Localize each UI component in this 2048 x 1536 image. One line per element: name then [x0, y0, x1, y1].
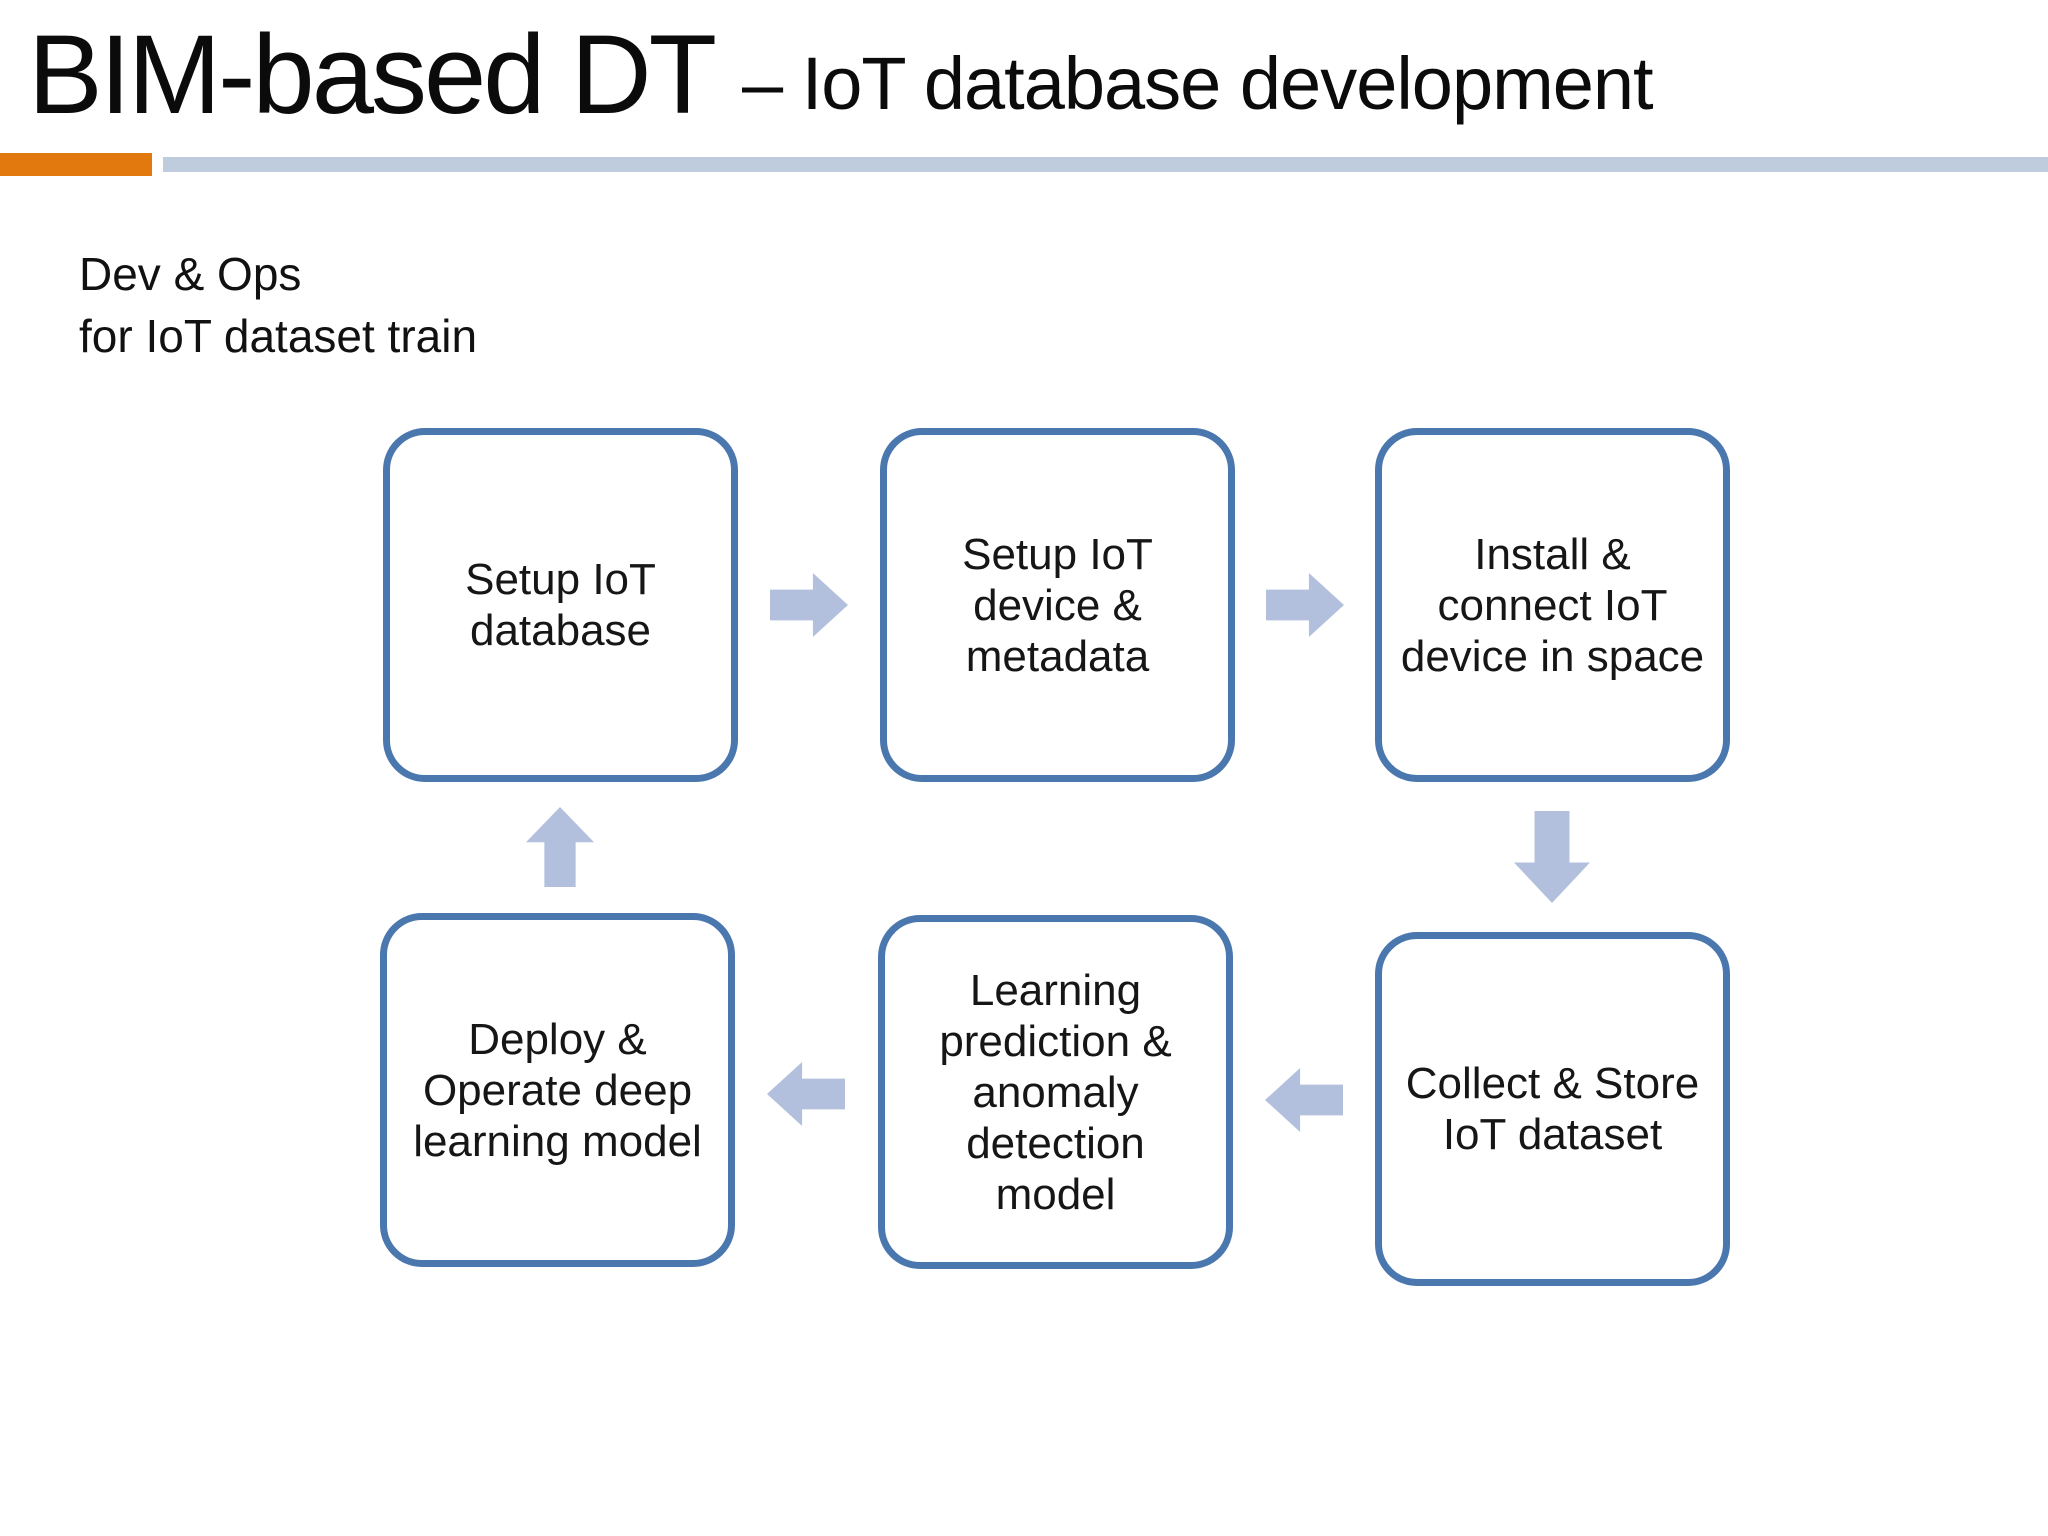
arrow-left-icon — [767, 1062, 845, 1126]
accent-bar-orange — [0, 153, 152, 176]
flow-box-install-connect-iot-device: Install & connect IoT device in space — [1375, 428, 1730, 782]
box-text-line: Deploy & — [468, 1014, 647, 1064]
flow-box-collect-store-iot-dataset: Collect & Store IoT dataset — [1375, 932, 1730, 1286]
page-subtitle: – IoT database development — [741, 42, 1654, 125]
box-text-line: prediction & — [939, 1016, 1172, 1066]
box-text-line: IoT dataset — [1442, 1110, 1663, 1159]
diagram-caption-line-1: Dev & Ops — [79, 248, 302, 300]
diagram-caption-line-2: for IoT dataset train — [79, 310, 478, 362]
page-title: BIM-based DT — [28, 12, 717, 137]
box-text-line: device in space — [1400, 631, 1705, 681]
box-text-line: Collect & Store — [1405, 1059, 1700, 1108]
arrow-down-icon — [1514, 811, 1590, 903]
box-text-line: metadata — [965, 631, 1150, 681]
flow-box-deploy-operate-deep-learning-model: Deploy & Operate deep learning model — [380, 913, 735, 1267]
box-text-line: connect IoT — [1437, 580, 1668, 630]
box-text-line: Setup IoT — [465, 555, 656, 604]
arrow-right-icon — [770, 573, 848, 637]
box-text-line: Install & — [1474, 529, 1631, 579]
box-text-line: database — [469, 606, 652, 655]
flow-box-setup-iot-device-metadata: Setup IoT device & metadata — [880, 428, 1235, 782]
arrow-right-icon — [1266, 573, 1344, 637]
flow-box-learning-prediction-anomaly-detection-model: Learning prediction & anomaly detection … — [878, 915, 1233, 1269]
box-text-line: Operate deep — [422, 1065, 693, 1115]
diagram-caption: Dev & Ops for IoT dataset train — [79, 243, 477, 367]
flow-box-setup-iot-database: Setup IoT database — [383, 428, 738, 782]
box-text-line: Setup IoT — [962, 529, 1153, 579]
box-text-line: learning model — [413, 1116, 702, 1166]
arrow-left-icon — [1265, 1068, 1343, 1132]
box-text-line: device & — [973, 580, 1142, 630]
accent-bar-blue — [163, 157, 2048, 172]
slide-header: BIM-based DT – IoT database development — [28, 0, 1654, 150]
box-text-line: model — [995, 1169, 1116, 1219]
box-text-line: detection — [966, 1118, 1145, 1168]
arrow-up-icon — [526, 807, 594, 887]
box-text-line: anomaly — [972, 1067, 1139, 1117]
box-text-line: Learning — [969, 965, 1142, 1015]
